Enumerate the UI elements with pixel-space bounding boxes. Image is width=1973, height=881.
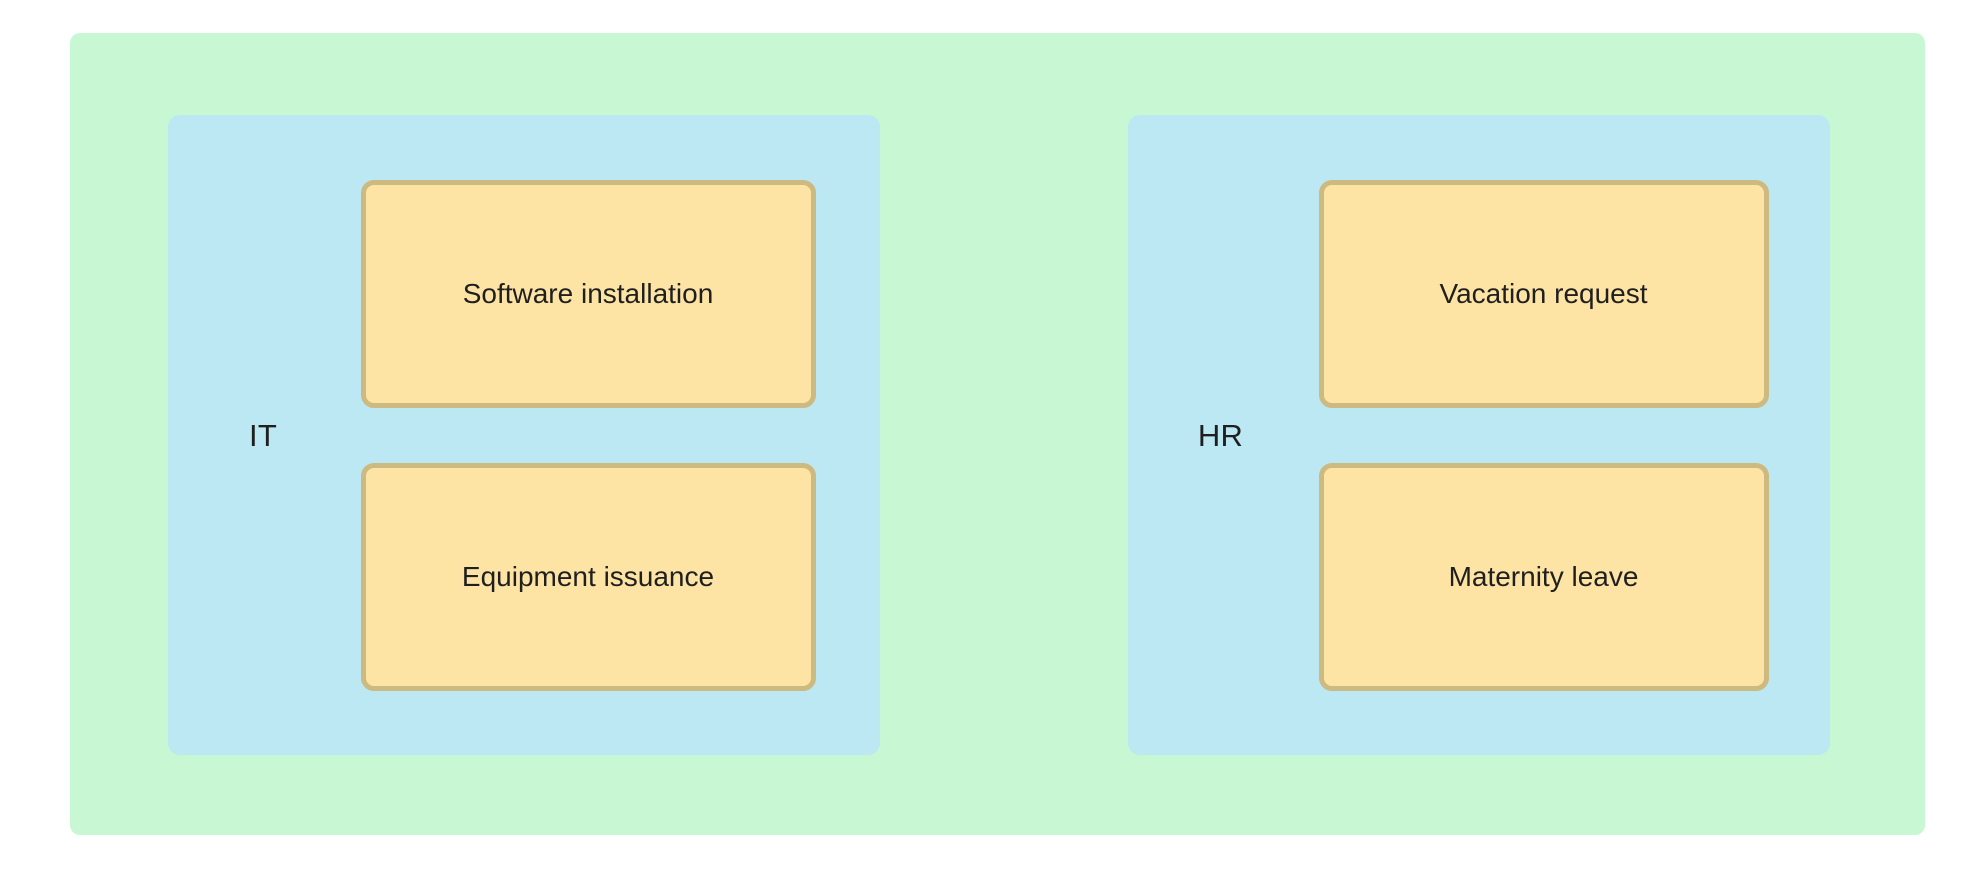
- department-label-hr: HR: [1197, 417, 1244, 453]
- task-node-software-installation[interactable]: Software installation: [360, 179, 816, 408]
- department-label-it: IT: [249, 417, 277, 453]
- task-node-maternity-leave[interactable]: Maternity leave: [1318, 462, 1769, 691]
- task-node-equipment-issuance[interactable]: Equipment issuance: [360, 462, 816, 691]
- task-column-it: Software installation Equipment issuance: [358, 179, 880, 691]
- task-node-vacation-request[interactable]: Vacation request: [1318, 179, 1769, 408]
- outer-cluster: IT Software installation Equipment issua…: [70, 33, 1925, 835]
- department-cluster-hr[interactable]: HR Vacation request Maternity leave: [1128, 115, 1830, 755]
- department-cluster-it[interactable]: IT Software installation Equipment issua…: [168, 115, 880, 755]
- task-column-hr: Vacation request Maternity leave: [1313, 179, 1830, 691]
